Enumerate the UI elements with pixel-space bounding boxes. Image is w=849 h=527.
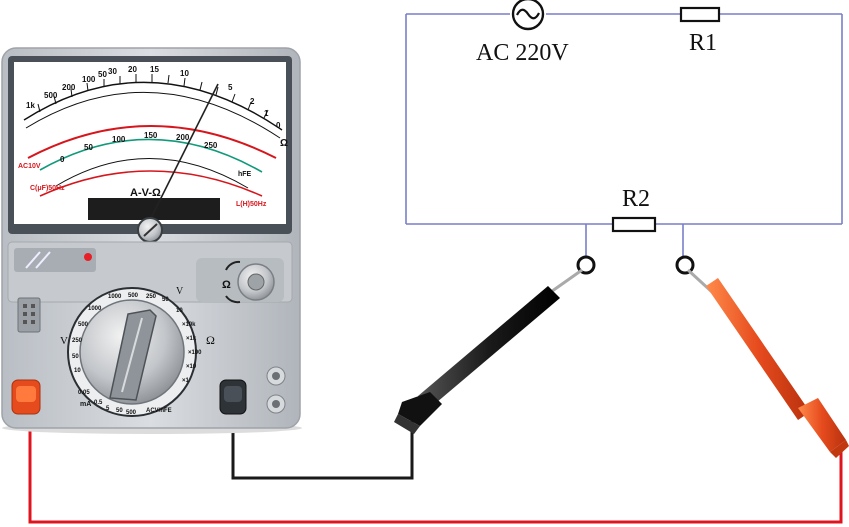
svg-text:5: 5: [106, 406, 110, 412]
circuit-frame: [405, 13, 843, 256]
black-probe[interactable]: [394, 268, 583, 434]
scale-num-4: 50: [98, 70, 107, 79]
svg-text:10: 10: [176, 308, 183, 314]
indicator-led: [84, 253, 92, 261]
selector-ohm: Ω: [206, 333, 215, 347]
mid-scale-2: 100: [112, 135, 126, 144]
meter-scale-red: [27, 125, 277, 197]
scale-num-10: 2: [250, 97, 255, 106]
mid-scale-4: 200: [176, 133, 190, 142]
ohm-adjust-symbol: Ω: [222, 279, 231, 291]
black-test-wire: [231, 412, 414, 480]
svg-text:0.5: 0.5: [94, 400, 103, 406]
svg-text:×100: ×100: [188, 350, 202, 356]
scale-num-5: 30: [108, 67, 117, 76]
mid-scale-0: 0: [60, 155, 65, 164]
scale-num-2: 200: [62, 83, 76, 92]
svg-text:500: 500: [126, 410, 137, 416]
ac-source-label: AC 220V: [476, 40, 569, 66]
svg-text:×1: ×1: [182, 378, 190, 384]
hfe-scale-label: hFE: [238, 171, 252, 178]
svg-text:250: 250: [72, 338, 83, 344]
hfe-socket: [17, 297, 41, 333]
scale-num-6: 20: [128, 65, 137, 74]
svg-text:50: 50: [162, 297, 169, 303]
battery-window: [14, 248, 96, 272]
scale-num-7: 15: [150, 65, 159, 74]
resistor-r1-label: R1: [689, 30, 717, 56]
mirror-band: [88, 198, 220, 220]
capacitance-label: C(μF)50Hz: [30, 185, 65, 192]
svg-text:10: 10: [74, 368, 81, 374]
scale-num-1: 500: [44, 91, 58, 100]
unit-marks: A-V-Ω: [130, 187, 161, 199]
svg-text:×10k: ×10k: [182, 322, 196, 328]
scale-num-11: 1: [264, 109, 269, 118]
scale-num-9: 5: [228, 83, 233, 92]
red-test-wire: [28, 408, 843, 524]
selector-range-labels: 1000 500 250 50 10 ×10k ×1k ×100 ×10 ×1 …: [72, 293, 202, 416]
svg-text:0.05: 0.05: [78, 390, 90, 396]
meter-scale-green: [39, 138, 263, 189]
resistor-r1: [679, 6, 721, 23]
svg-text:500: 500: [128, 293, 139, 299]
scale-num-3: 100: [82, 75, 96, 84]
mid-scale-5: 250: [204, 141, 218, 150]
ac10v-label: AC10V: [18, 163, 41, 170]
svg-text:50: 50: [72, 354, 79, 360]
scale-num-8: 10: [180, 69, 189, 78]
scale-num-0: 1k: [26, 101, 35, 110]
svg-text:×10: ×10: [186, 364, 197, 370]
svg-text:×1k: ×1k: [186, 336, 197, 342]
mid-scale-3: 150: [144, 131, 158, 140]
selector-v-left: V: [60, 335, 68, 347]
selector-v-top: V: [176, 286, 184, 297]
inductance-label: L(H)50Hz: [236, 201, 267, 208]
svg-text:1000: 1000: [88, 306, 102, 312]
mid-scale-1: 50: [84, 143, 93, 152]
svg-text:1000: 1000: [108, 294, 122, 300]
ac-source-symbol: [511, 0, 545, 31]
svg-text:500: 500: [78, 322, 89, 328]
scale-num-12: 0: [276, 121, 281, 130]
meter-needle: [149, 83, 219, 221]
multimeter: 1k 500 200 100 50 30 20 15 10 5 2 1 0 Ω …: [1, 47, 302, 434]
svg-text:250: 250: [146, 294, 157, 300]
svg-text:ACV/hFE: ACV/hFE: [146, 408, 172, 414]
ohm-unit-label: Ω: [280, 138, 288, 149]
resistor-r2-label: R2: [622, 186, 650, 212]
resistor-r2: [611, 216, 657, 233]
meter-ticks: [37, 74, 269, 119]
test-point-left[interactable]: [576, 255, 596, 275]
red-probe[interactable]: [686, 268, 849, 458]
svg-text:50: 50: [116, 408, 123, 414]
selector-ma: mA: [80, 401, 91, 408]
